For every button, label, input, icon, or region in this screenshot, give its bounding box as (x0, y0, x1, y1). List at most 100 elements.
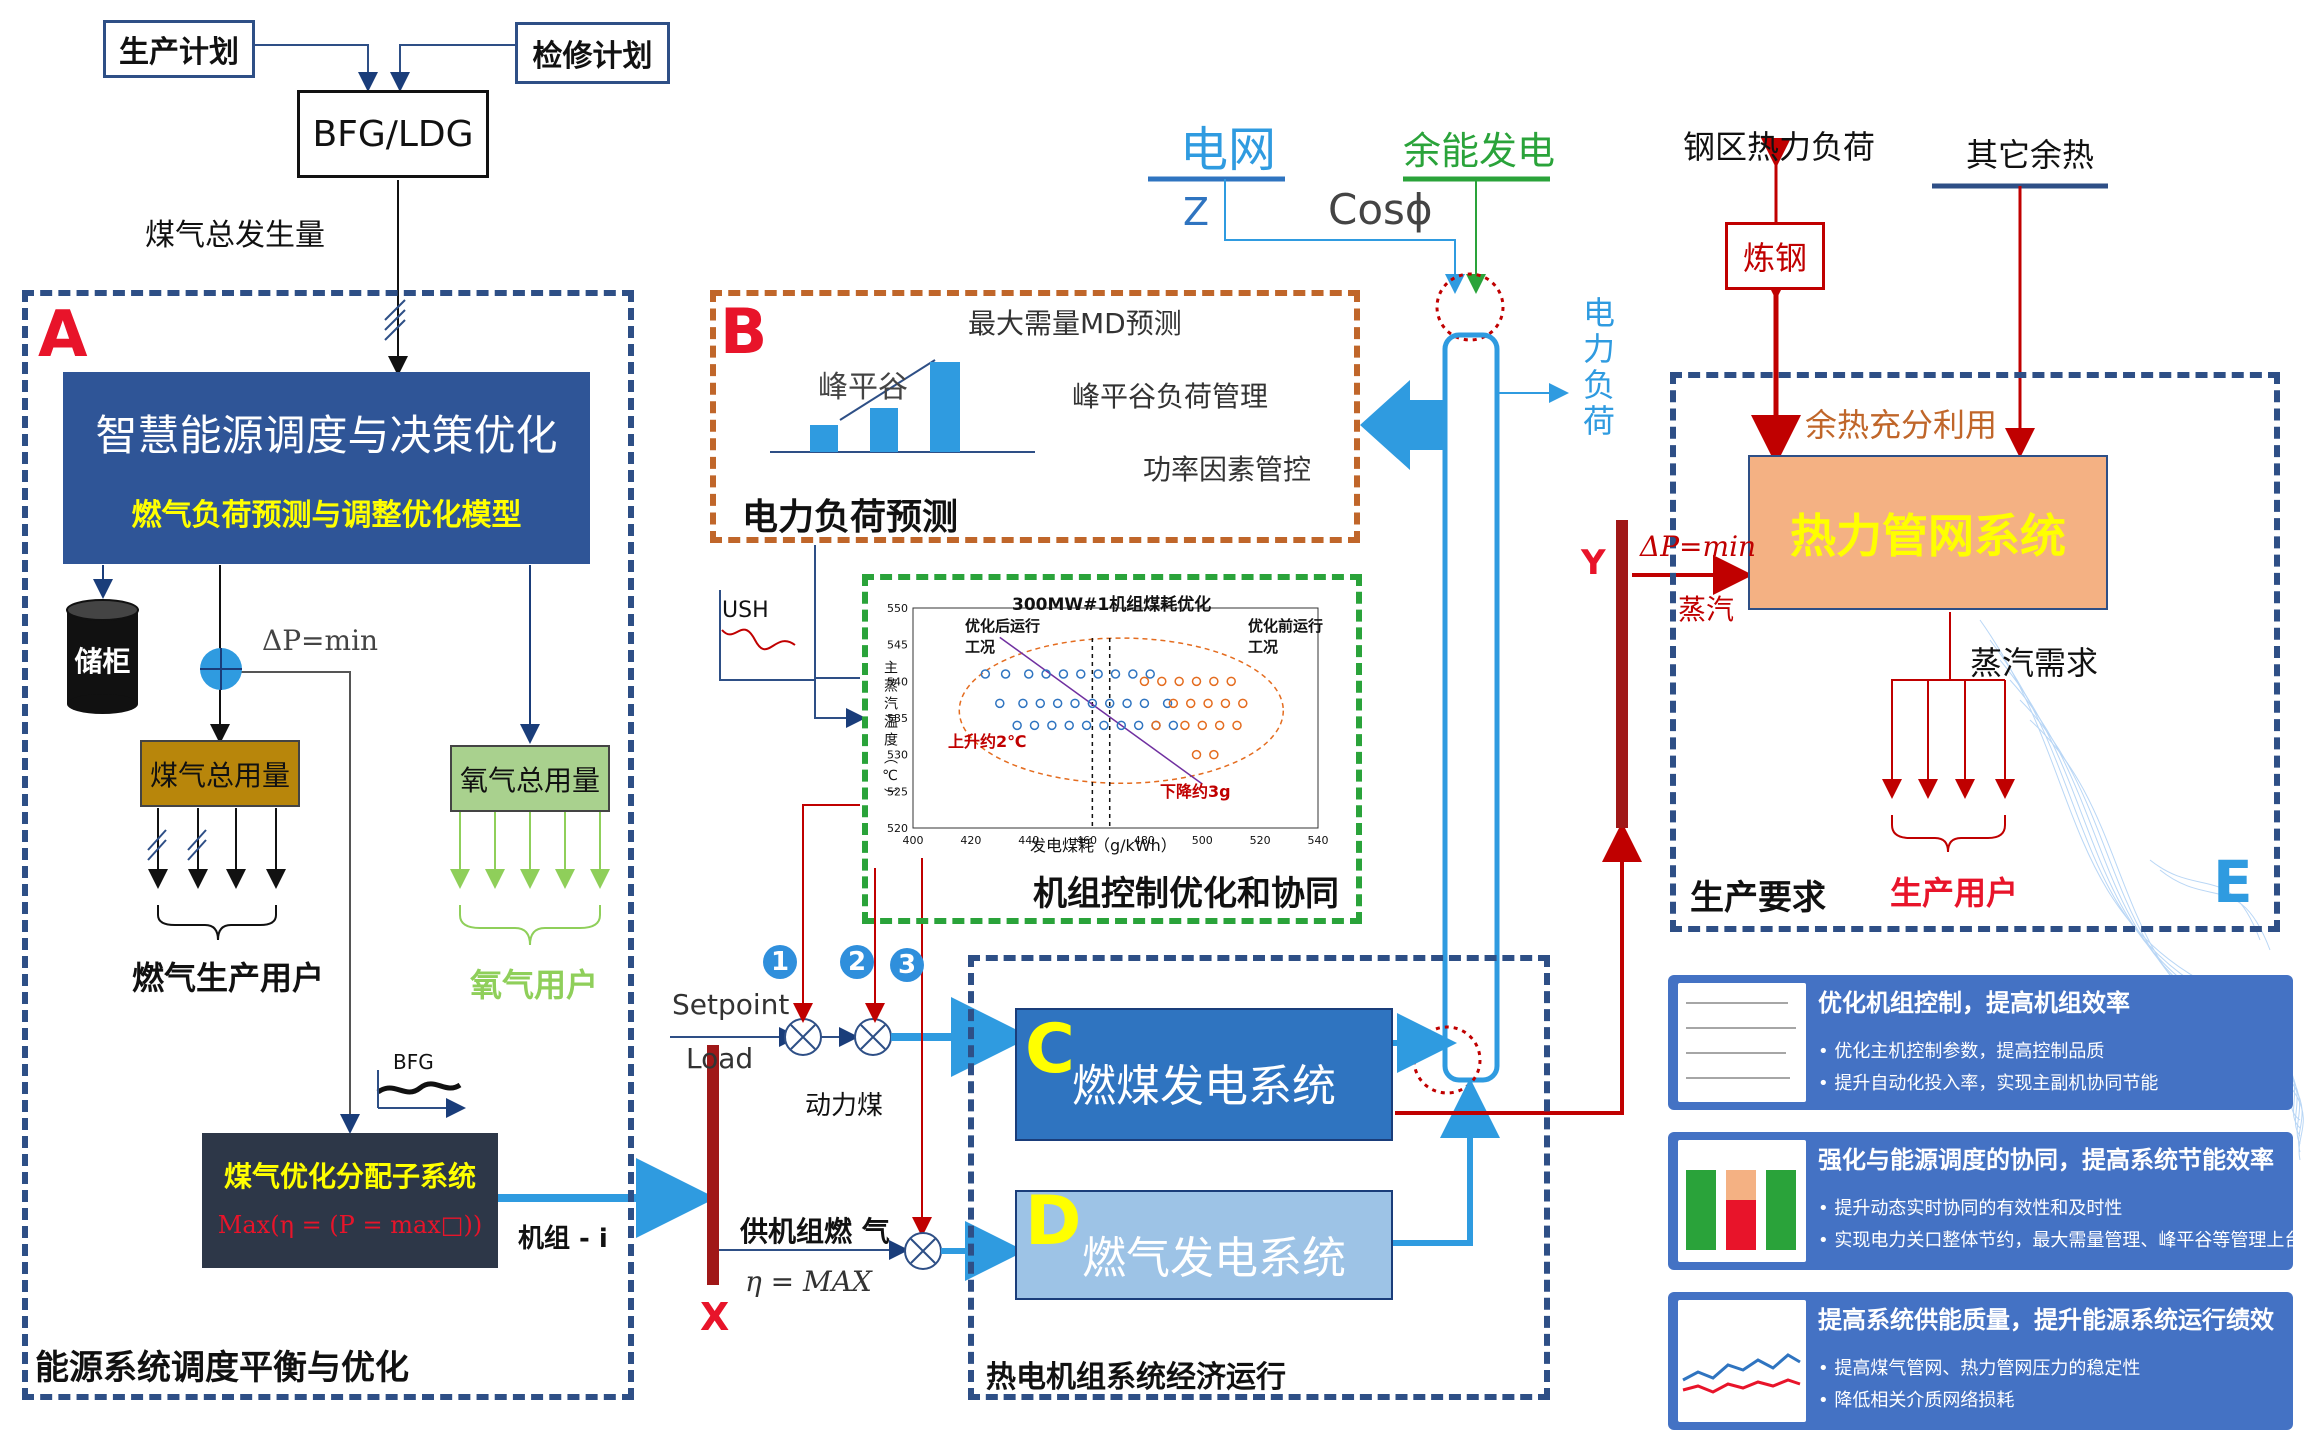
after-optimization-label: 优化后运行工况 (965, 617, 1041, 656)
heat-network-system-box: 热力管网系统 (1748, 455, 2108, 610)
scatter-point (1168, 720, 1179, 731)
scatter-point (1047, 720, 1057, 731)
section-d-letter: D (1025, 1182, 1082, 1261)
scatter-point (1099, 720, 1109, 731)
coal-power-system-box: C 燃煤发电系统 (1015, 1008, 1393, 1141)
control-optimization-title: 机组控制优化和协同 (1033, 874, 1339, 914)
panel-1-title: 优化机组控制，提高机组效率 (1818, 989, 2130, 1017)
scatter-point (1174, 676, 1184, 687)
section-b-letter: B (720, 295, 768, 368)
load-bar-high (930, 362, 960, 452)
panel-2-title: 强化与能源调度的协同，提高系统节能效率 (1818, 1146, 2274, 1174)
before-optimization-label: 优化前运行工况 (1248, 617, 1324, 656)
scatter-point (1157, 676, 1167, 687)
scatter-point (1191, 749, 1202, 760)
scatter-point (1203, 698, 1213, 709)
unit-i-label: 机组 - i (518, 1224, 608, 1254)
production-req-label: 生产要求 (1690, 878, 1826, 918)
scatter-point (980, 669, 991, 679)
storage-label: 储柜 (74, 645, 131, 678)
steel-heat-load-label: 钢区热力负荷 (1683, 128, 1876, 166)
scatter-point (1104, 698, 1115, 709)
waste-heat-use-label: 余热充分利用 (1805, 406, 1998, 444)
steelmaking-box: 炼钢 (1725, 222, 1825, 290)
x-tick-label: 480 (1134, 834, 1155, 847)
panel-1-line-1: • 优化主机控制参数，提高控制品质 (1818, 1041, 2105, 1062)
oxygen-usage-box: 氧气总用量 (450, 745, 610, 812)
steam-demand-label: 蒸汽需求 (1970, 644, 2099, 682)
chart-title: 300MW#1机组煤耗优化 (1012, 595, 1212, 615)
panel-3-line-1: • 提高煤气管网、热力管网压力的稳定性 (1818, 1358, 2141, 1379)
scatter-point (1110, 669, 1121, 679)
setpoint-label: Setpoint (672, 988, 790, 1021)
power-load-label: 电力负荷 (1578, 296, 1616, 440)
summary-panel-3: 提高系统供能质量，提升能源系统运行绩效 • 提高煤气管网、热力管网压力的稳定性 … (1668, 1292, 2293, 1430)
peak-valley-mgmt-label: 峰平谷负荷管理 (1072, 380, 1269, 413)
x-tick-label: 520 (1250, 834, 1271, 847)
bfg-ldg-box: BFG/LDG (297, 90, 489, 178)
scatter-point (1151, 720, 1161, 731)
other-heat-label: 其它余热 (1966, 136, 2095, 174)
cosphi-label: Cosϕ (1328, 185, 1433, 234)
scatter-point (1070, 698, 1080, 709)
y-tick-label: 540 (887, 675, 908, 688)
x-tick-label: 400 (903, 834, 924, 847)
load-label: Load (686, 1042, 754, 1075)
scatter-point (1076, 669, 1086, 679)
scatter-point (1000, 669, 1011, 679)
residual-power-label: 余能发电 (1403, 129, 1556, 173)
panel-1-formula-thumbnail (1678, 983, 1806, 1102)
step-badge-1: 1 (763, 945, 797, 979)
oxygen-users-label: 氧气用户 (470, 966, 599, 1004)
scatter-point (1081, 720, 1092, 731)
main-decision-subtitle: 燃气负荷预测与调整优化模型 (131, 498, 522, 533)
scatter-point (1058, 669, 1069, 679)
scatter-point (1180, 720, 1190, 731)
section-cd-title: 热电机组系统经济运行 (986, 1360, 1286, 1395)
rise-label: 上升约2℃ (948, 732, 1027, 751)
valve-node-icon (200, 648, 242, 690)
production-plan-box: 生产计划 (103, 20, 255, 78)
section-b-title: 电力负荷预测 (742, 497, 959, 538)
y-tick-label: 520 (887, 822, 908, 835)
scatter-point (1145, 669, 1155, 679)
y-tick-label: 530 (887, 749, 908, 762)
gas-allocation-formula: Max(η = (P = max□)) (217, 1211, 483, 1239)
storage-tank-icon: 储柜 (65, 598, 140, 716)
grid-label: 电网 (1180, 122, 1277, 178)
control-optimization-frame (862, 574, 1362, 924)
scatter-point (1093, 669, 1103, 679)
scatter-point (1185, 698, 1196, 709)
eta-max-label: η = MAX (745, 1265, 872, 1298)
x-tick-label: 460 (1076, 834, 1097, 847)
panel-2-bar-thumbnail (1678, 1140, 1806, 1262)
main-decision-title: 智慧能源调度与决策优化 (95, 411, 558, 460)
section-a-title: 能源系统调度平衡与优化 (35, 1348, 409, 1388)
md-forecast-label: 最大需量MD预测 (968, 307, 1182, 340)
step-badge-3: 3 (890, 948, 924, 982)
scatter-point (1209, 749, 1219, 760)
scatter-point (1214, 720, 1225, 731)
power-coal-label: 动力煤 (805, 1091, 884, 1121)
scatter-point (1023, 669, 1034, 679)
trend-line (999, 636, 1203, 785)
coal-gas-usage-box: 煤气总用量 (140, 740, 300, 807)
y-tick-label: 545 (887, 639, 908, 652)
panel-2-line-2: • 实现电力关口整体节约，最大需量管理、峰平谷等管理上台阶 (1818, 1230, 2307, 1251)
scatter-point (1122, 698, 1132, 709)
gas-power-system-label: 燃气发电系统 (1082, 1233, 1346, 1284)
scatter-point (1197, 720, 1208, 731)
production-users-label: 生产用户 (1890, 874, 2019, 912)
gas-allocation-subsystem-box: 煤气优化分配子系统 Max(η = (P = max□)) (202, 1133, 498, 1268)
panel-3-line-2: • 降低相关介质网络损耗 (1818, 1390, 2015, 1411)
y-tick-label: 550 (887, 602, 908, 615)
load-bar-low (810, 425, 838, 452)
peak-valley-label: 峰平谷 (818, 370, 908, 405)
scatter-point (1162, 698, 1173, 709)
scatter-point (1238, 698, 1248, 709)
scatter-point (1012, 720, 1022, 731)
gas-users-label: 燃气生产用户 (132, 959, 325, 997)
drop-label: 下降约3g (1160, 782, 1231, 801)
